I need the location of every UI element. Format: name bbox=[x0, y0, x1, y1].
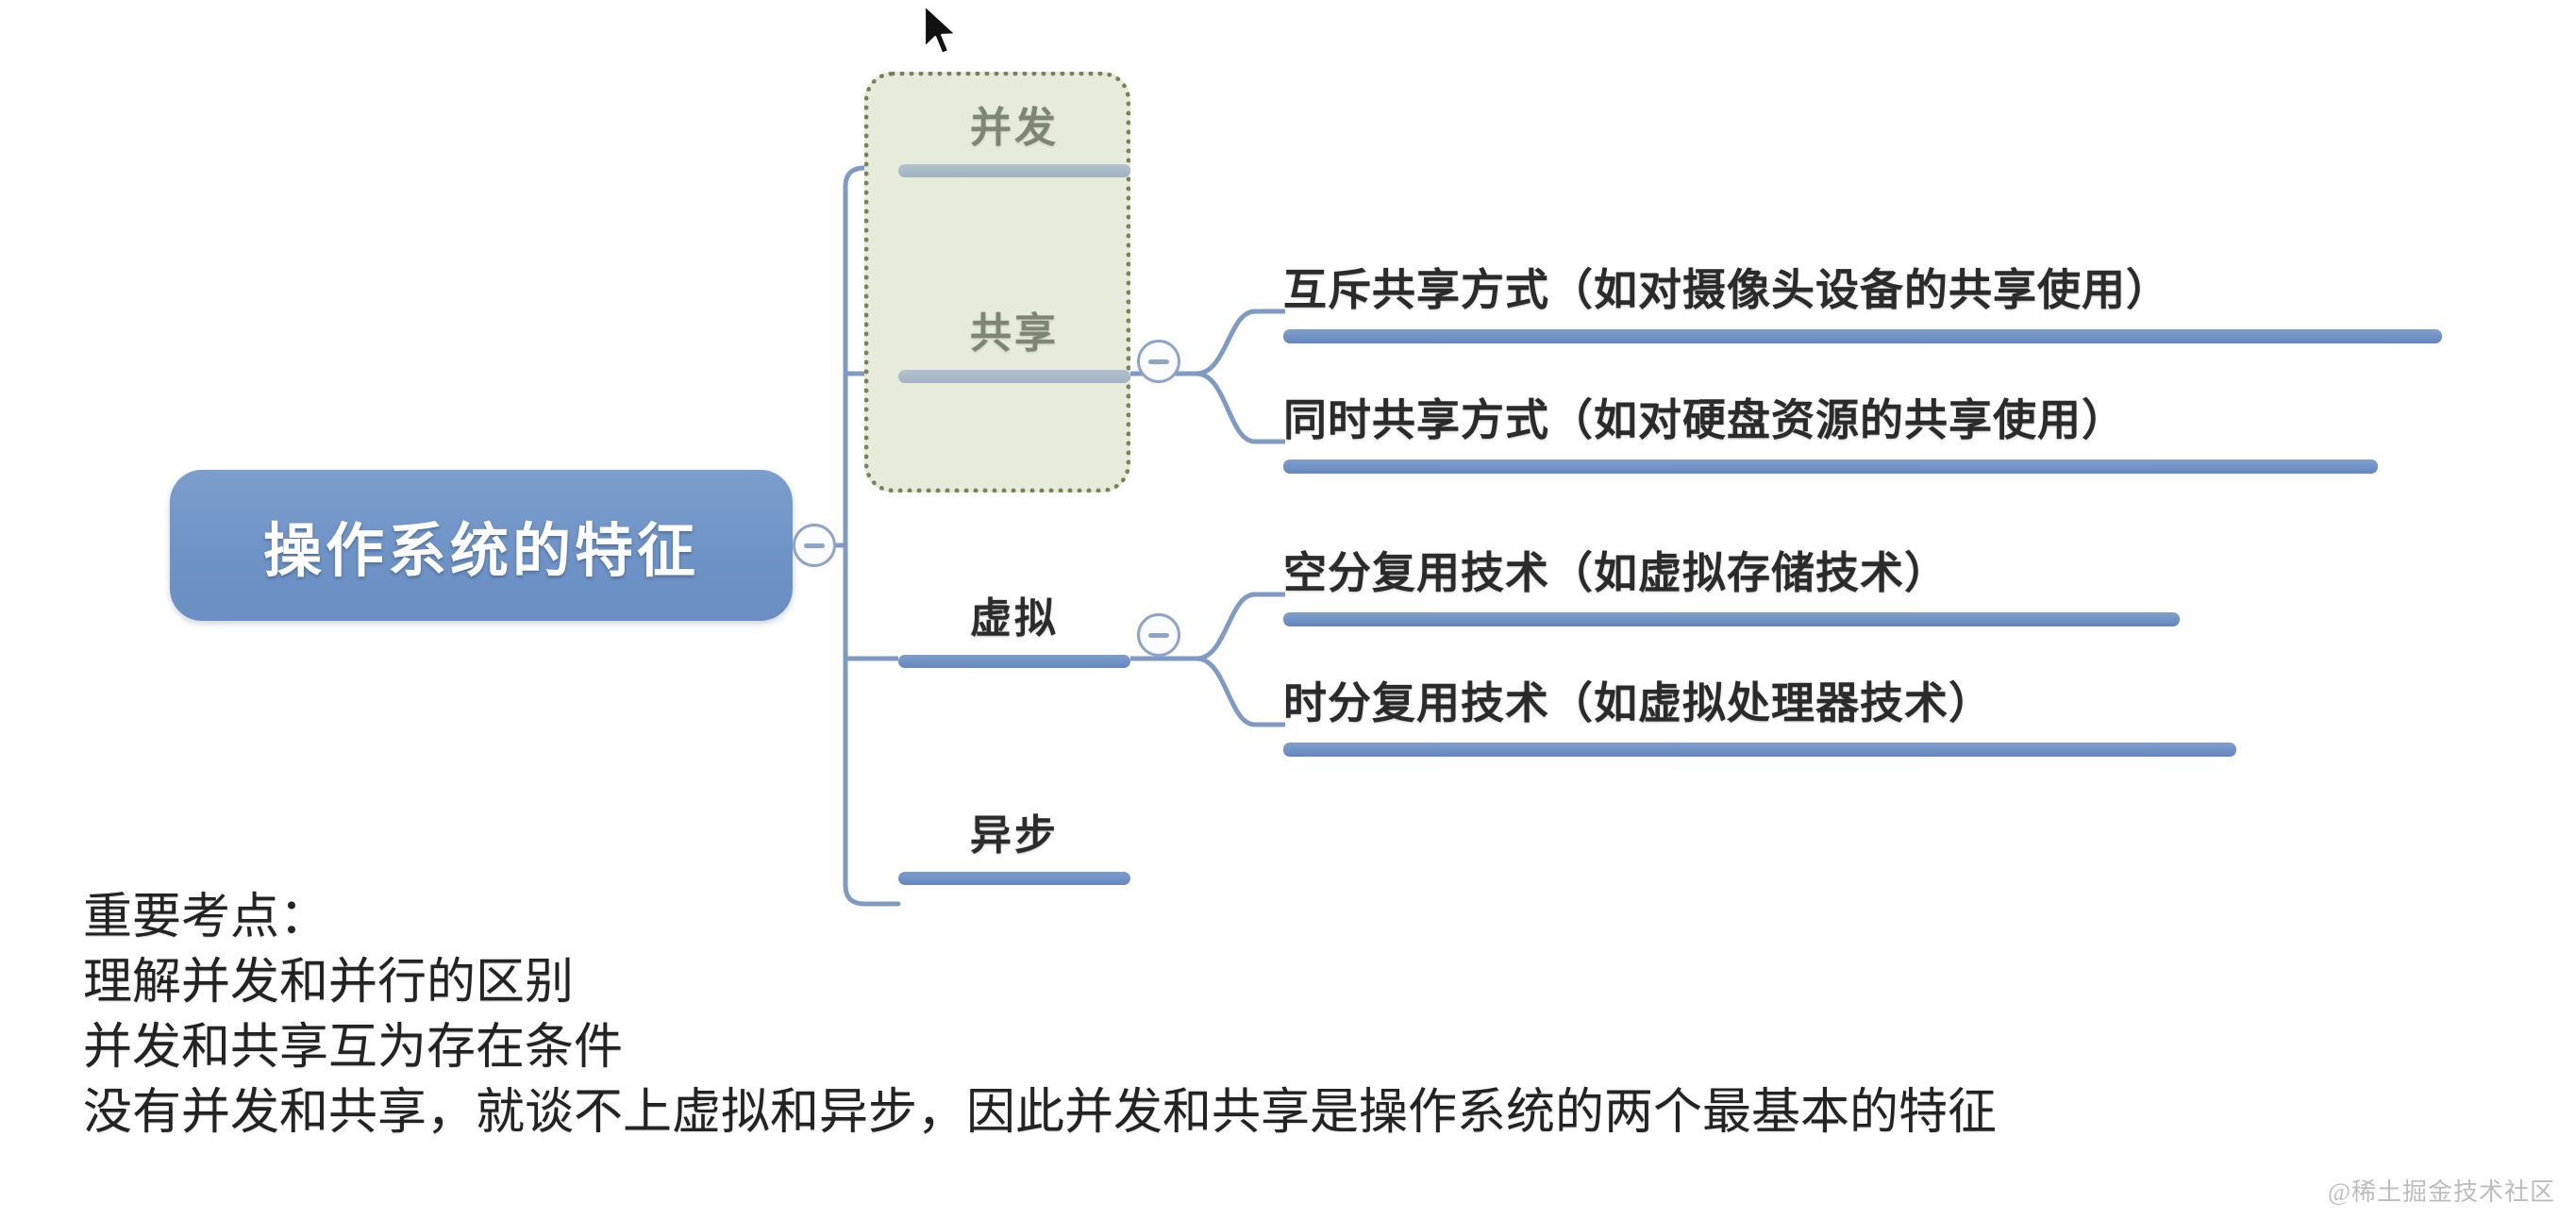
leaf-label-simultaneous-sharing: 同时共享方式（如对硬盘资源的共享使用） bbox=[1283, 395, 2126, 444]
note-line-2: 理解并发和并行的区别 bbox=[83, 956, 575, 1010]
leaf-label-space-division-multiplexing: 空分复用技术（如虚拟存储技术） bbox=[1283, 548, 1949, 597]
collapse-toggle-root-icon[interactable] bbox=[793, 524, 836, 567]
leaf-node-time-division-multiplexing[interactable]: 时分复用技术（如虚拟处理器技术） bbox=[1283, 679, 2236, 757]
branch-label-gongxiang: 共享 bbox=[970, 310, 1059, 357]
branch-node-xuni[interactable]: 虚拟 bbox=[898, 595, 1130, 669]
leaf-label-mutual-exclusive-sharing: 互斥共享方式（如对摄像头设备的共享使用） bbox=[1283, 265, 2170, 314]
note-line-4: 没有并发和共享，就谈不上虚拟和异步，因此并发和共享是操作系统的两个最基本的特征 bbox=[83, 1086, 1998, 1141]
branch-label-xuni: 虚拟 bbox=[970, 595, 1059, 642]
branch-underline-gongxiang bbox=[898, 370, 1130, 384]
leaf-node-simultaneous-sharing[interactable]: 同时共享方式（如对硬盘资源的共享使用） bbox=[1283, 396, 2378, 474]
mouse-cursor-icon bbox=[923, 4, 958, 55]
leaf-underline-mutual-exclusive-sharing bbox=[1283, 328, 2442, 343]
root-node[interactable]: 操作系统的特征 bbox=[170, 470, 793, 621]
leaf-label-time-division-multiplexing: 时分复用技术（如虚拟处理器技术） bbox=[1283, 678, 1993, 727]
exam-notes: 重要考点： 理解并发和并行的区别 并发和共享互为存在条件 没有并发和共享，就谈不… bbox=[83, 885, 1997, 1146]
group-box-concurrency-sharing[interactable] bbox=[864, 72, 1130, 493]
collapse-toggle-gongxiang-icon[interactable] bbox=[1137, 340, 1180, 383]
branch-node-bingfa[interactable]: 并发 bbox=[898, 105, 1130, 178]
leaf-underline-space-division-multiplexing bbox=[1283, 611, 2180, 626]
root-node-label: 操作系统的特征 bbox=[262, 519, 699, 584]
branch-label-bingfa: 并发 bbox=[970, 105, 1059, 151]
leaf-underline-simultaneous-sharing bbox=[1283, 459, 2378, 474]
note-line-3: 并发和共享互为存在条件 bbox=[83, 1021, 624, 1076]
branch-underline-xuni bbox=[898, 655, 1130, 669]
branch-label-yibu: 异步 bbox=[970, 812, 1059, 859]
leaf-node-mutual-exclusive-sharing[interactable]: 互斥共享方式（如对摄像头设备的共享使用） bbox=[1283, 266, 2442, 343]
branch-node-yibu[interactable]: 异步 bbox=[898, 812, 1130, 886]
branch-node-gongxiang[interactable]: 共享 bbox=[898, 310, 1130, 384]
branch-underline-yibu bbox=[898, 872, 1130, 886]
note-line-1: 重要考点： bbox=[83, 891, 329, 944]
watermark: @稀土掘金技术社区 bbox=[2328, 1178, 2555, 1206]
leaf-node-space-division-multiplexing[interactable]: 空分复用技术（如虚拟存储技术） bbox=[1283, 549, 2180, 626]
collapse-toggle-xuni-icon[interactable] bbox=[1137, 613, 1180, 657]
leaf-underline-time-division-multiplexing bbox=[1283, 742, 2236, 757]
branch-underline-bingfa bbox=[898, 164, 1130, 178]
